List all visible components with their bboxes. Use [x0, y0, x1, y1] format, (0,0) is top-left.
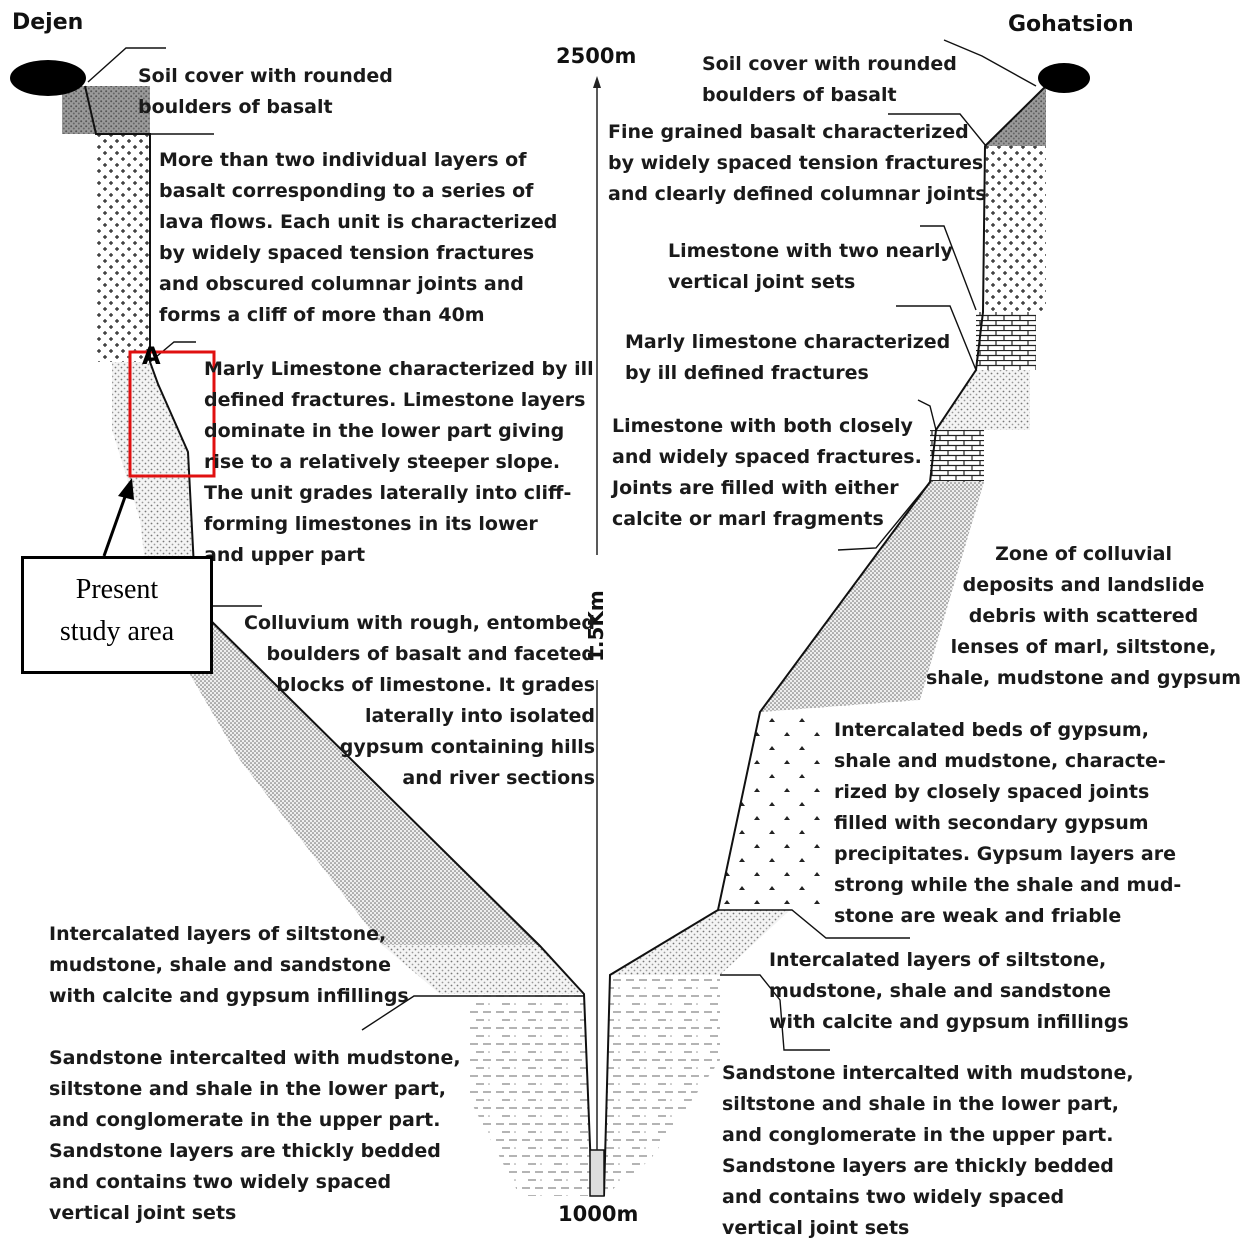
study-area-line2: study area [59, 616, 175, 647]
left-valley-profile [84, 85, 593, 1197]
left-siltstone-layer [382, 945, 584, 994]
right-label-limestone: Limestone with two nearly vertical joint… [668, 240, 953, 293]
left-basalt-layer [96, 134, 150, 362]
right-fractured-limestone-layer [930, 430, 984, 482]
study-area-pointer-arrow [102, 493, 128, 557]
right-colluvial-zone-layer [760, 482, 984, 712]
point-a-marker: A [142, 342, 161, 370]
right-label-marly-limestone: Marly limestone characterized by ill def… [625, 331, 951, 384]
left-label-basalt: More than two individual layers of basal… [159, 149, 558, 326]
study-area-highlight-box [128, 350, 216, 478]
left-label-colluvium: Colluvium with rough, entombed boulders … [244, 612, 596, 789]
study-area-line1: Present [75, 574, 159, 605]
elevation-bottom: 1000m [558, 1202, 639, 1226]
right-valley-profile [603, 85, 1047, 1197]
right-sandstone-layer [604, 975, 720, 1196]
left-label-marly-limestone: Marly Limestone characterized by ill def… [204, 358, 594, 566]
right-label-soil: Soil cover with rounded boulders of basa… [702, 53, 957, 106]
right-label-gypsum: Intercalated beds of gypsum, shale and m… [834, 719, 1182, 927]
elevation-scale-arrow-icon [593, 76, 601, 88]
right-label-sandstone: Sandstone intercalted with mudstone, sil… [722, 1062, 1134, 1239]
left-strata [62, 85, 593, 1197]
study-area-arrowhead-icon [118, 478, 134, 500]
place-dejen: Dejen [12, 10, 84, 35]
right-leader-lines [718, 39, 1037, 1051]
dejen-marker-icon [10, 60, 86, 96]
right-marly-limestone-layer [936, 370, 1030, 430]
right-strata [603, 85, 1047, 1197]
river-channel [589, 1149, 605, 1197]
left-label-siltstone: Intercalated layers of siltstone, mudsto… [49, 923, 409, 1007]
right-basalt-layer [983, 146, 1046, 312]
gohatsion-marker-icon [1038, 63, 1090, 93]
left-label-sandstone: Sandstone intercalted with mudstone, sil… [49, 1047, 461, 1224]
study-area-callout: Present study area [21, 556, 213, 674]
right-limestone-layer [976, 312, 1036, 370]
right-label-siltstone: Intercalated layers of siltstone, mudsto… [769, 949, 1129, 1033]
right-label-basalt: Fine grained basalt characterized by wid… [608, 121, 987, 205]
right-siltstone-layer [610, 910, 790, 975]
right-label-colluvial-zone: Zone of colluvial deposits and landslide… [926, 543, 1241, 689]
left-label-soil: Soil cover with rounded boulders of basa… [138, 65, 393, 118]
place-gohatsion: Gohatsion [1008, 12, 1134, 37]
left-sandstone-layer [465, 994, 592, 1196]
left-soil-layer [62, 86, 150, 134]
right-gypsum-layer [718, 712, 826, 910]
elevation-top: 2500m [556, 44, 637, 68]
left-colluvium-layer [150, 606, 538, 945]
right-label-fractured-limestone: Limestone with both closely and widely s… [612, 415, 922, 530]
